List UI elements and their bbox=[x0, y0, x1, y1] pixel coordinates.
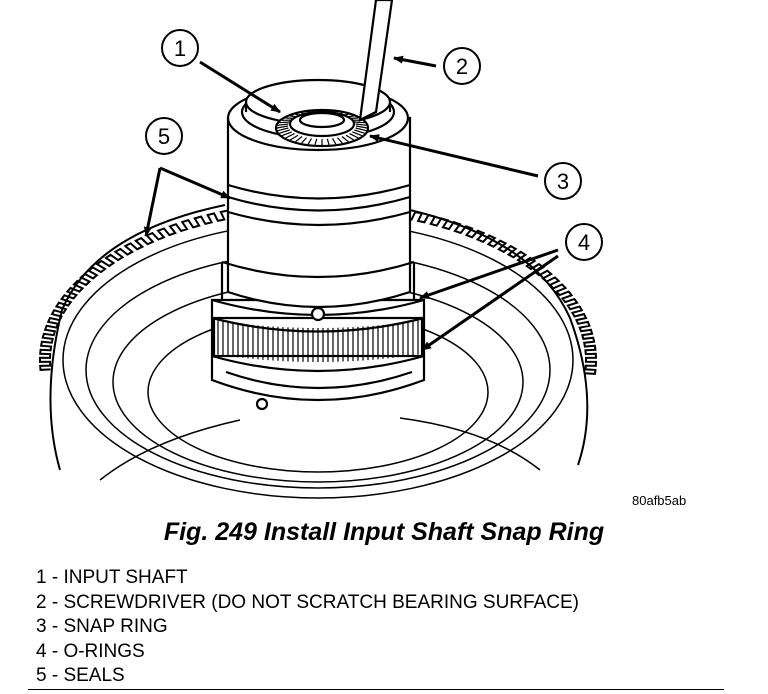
snap-ring-tooth bbox=[355, 123, 367, 126]
callout-2: 2 bbox=[443, 47, 481, 85]
svg-text:4: 4 bbox=[578, 230, 590, 255]
snap-ring-tooth bbox=[281, 131, 292, 137]
snap-ring-tooth bbox=[331, 138, 337, 145]
snap-ring-tooth bbox=[314, 138, 318, 145]
snap-ring-tooth bbox=[355, 127, 367, 132]
knurl-lines bbox=[217, 320, 419, 362]
snap-ring-tooth bbox=[341, 136, 349, 143]
svg-text:5: 5 bbox=[158, 124, 170, 149]
svg-text:3: 3 bbox=[557, 169, 569, 194]
snap-ring-tooth bbox=[301, 137, 308, 144]
image-code: 80afb5ab bbox=[632, 493, 687, 508]
snap-ring-tooth bbox=[352, 131, 363, 137]
shaft-hole bbox=[310, 306, 326, 322]
legend-item: 2 - SCREWDRIVER (DO NOT SCRATCH BEARING … bbox=[36, 591, 579, 613]
snap-ring-tooth bbox=[307, 138, 313, 145]
snap-ring-tooth bbox=[276, 125, 289, 129]
legend-item: 1 - INPUT SHAFT bbox=[36, 567, 188, 588]
snap-ring-tooth bbox=[285, 133, 295, 139]
callout-4: 4 bbox=[565, 223, 603, 261]
diagram-illustration: 1 2 3 4 5 bbox=[39, 0, 603, 499]
input-shaft-hub bbox=[210, 78, 426, 411]
snap-ring-tooth bbox=[289, 134, 299, 141]
callout-3: 3 bbox=[544, 162, 582, 200]
screwdriver bbox=[358, 0, 394, 122]
svg-text:1: 1 bbox=[174, 36, 186, 61]
snap-ring-tooth bbox=[295, 136, 303, 143]
bottom-rule bbox=[28, 689, 724, 690]
svg-text:2: 2 bbox=[456, 54, 468, 79]
legend-item: 4 - O-RINGS bbox=[36, 640, 145, 662]
snap-ring-tooth bbox=[279, 121, 290, 124]
legend-item: 3 - SNAP RING bbox=[36, 616, 168, 637]
snap-ring-tooth bbox=[349, 133, 359, 139]
snap-ring-tooth bbox=[279, 129, 290, 134]
snap-ring-tooth bbox=[345, 134, 355, 141]
callout-circles: 1 2 3 4 5 bbox=[145, 29, 603, 261]
snap-ring-tooth bbox=[277, 127, 289, 132]
callout-5: 5 bbox=[145, 117, 183, 155]
snap-ring-tooth bbox=[336, 137, 343, 144]
callout-1: 1 bbox=[161, 29, 199, 67]
legend-list: 1 - INPUT SHAFT 2 - SCREWDRIVER (DO NOT … bbox=[36, 566, 579, 689]
snap-ring-tooth bbox=[277, 123, 289, 126]
snap-ring-tooth bbox=[355, 125, 368, 129]
hub-lower-hole bbox=[255, 397, 269, 411]
leader-lines bbox=[143, 55, 559, 352]
figure-caption: Fig. 249 Install Input Shaft Snap Ring bbox=[163, 518, 605, 546]
snap-ring-tooth bbox=[326, 138, 330, 145]
snap-ring-tooth bbox=[354, 129, 365, 134]
snap-ring-tooth bbox=[354, 121, 365, 124]
legend-item: 5 - SEALS bbox=[36, 665, 125, 686]
